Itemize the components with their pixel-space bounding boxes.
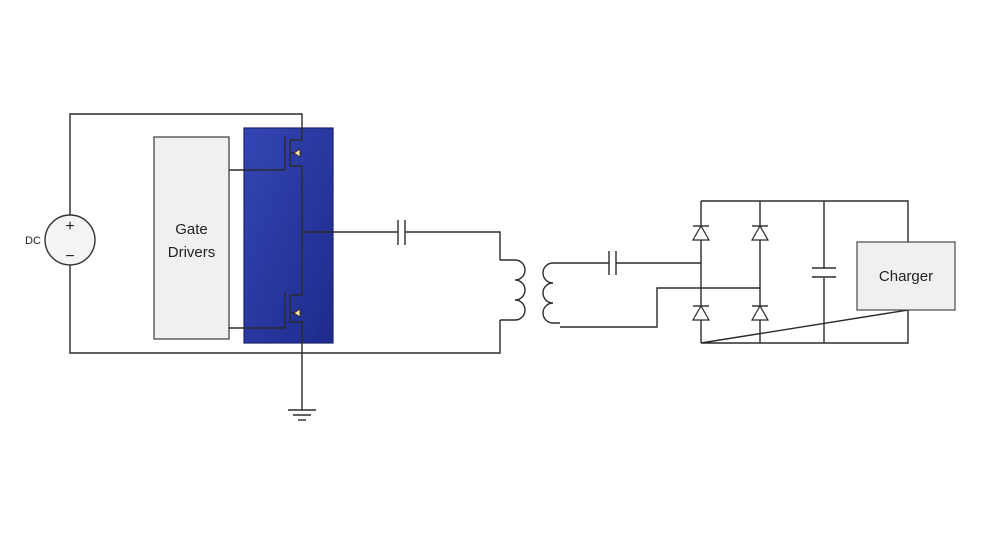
mosfet-high-side [229,128,303,171]
wire-bottom-rail [69,265,501,354]
transformer-primary-coil [500,259,526,321]
series-capacitor-secondary [608,251,617,275]
dc-minus-sign: − [65,248,74,265]
wire-secondary-bottom [560,287,760,328]
series-capacitor-primary [397,220,406,245]
wire-top-rail [69,113,303,215]
dc-plus-sign: + [65,218,74,235]
mosfet-low-side [229,170,303,343]
diode-3 [691,304,711,321]
diode-4 [750,304,770,321]
gate-drivers-label-line2: Drivers [168,244,216,261]
dc-source: + − [44,214,96,266]
diode-1 [691,224,711,241]
gate-drivers-label-line1: Gate [175,221,208,238]
diode-2 [750,224,770,241]
charger-box [856,241,956,311]
filter-capacitor [812,267,836,278]
dc-source-label: DC [25,235,41,247]
wire-to-primary-coil [405,231,501,260]
mosfet-module [243,127,334,344]
transformer-secondary-coil [542,262,560,324]
rectifier-frame [700,200,909,344]
charger-label: Charger [879,268,933,285]
ground-symbol [288,343,316,421]
gate-drivers-box [153,136,230,340]
